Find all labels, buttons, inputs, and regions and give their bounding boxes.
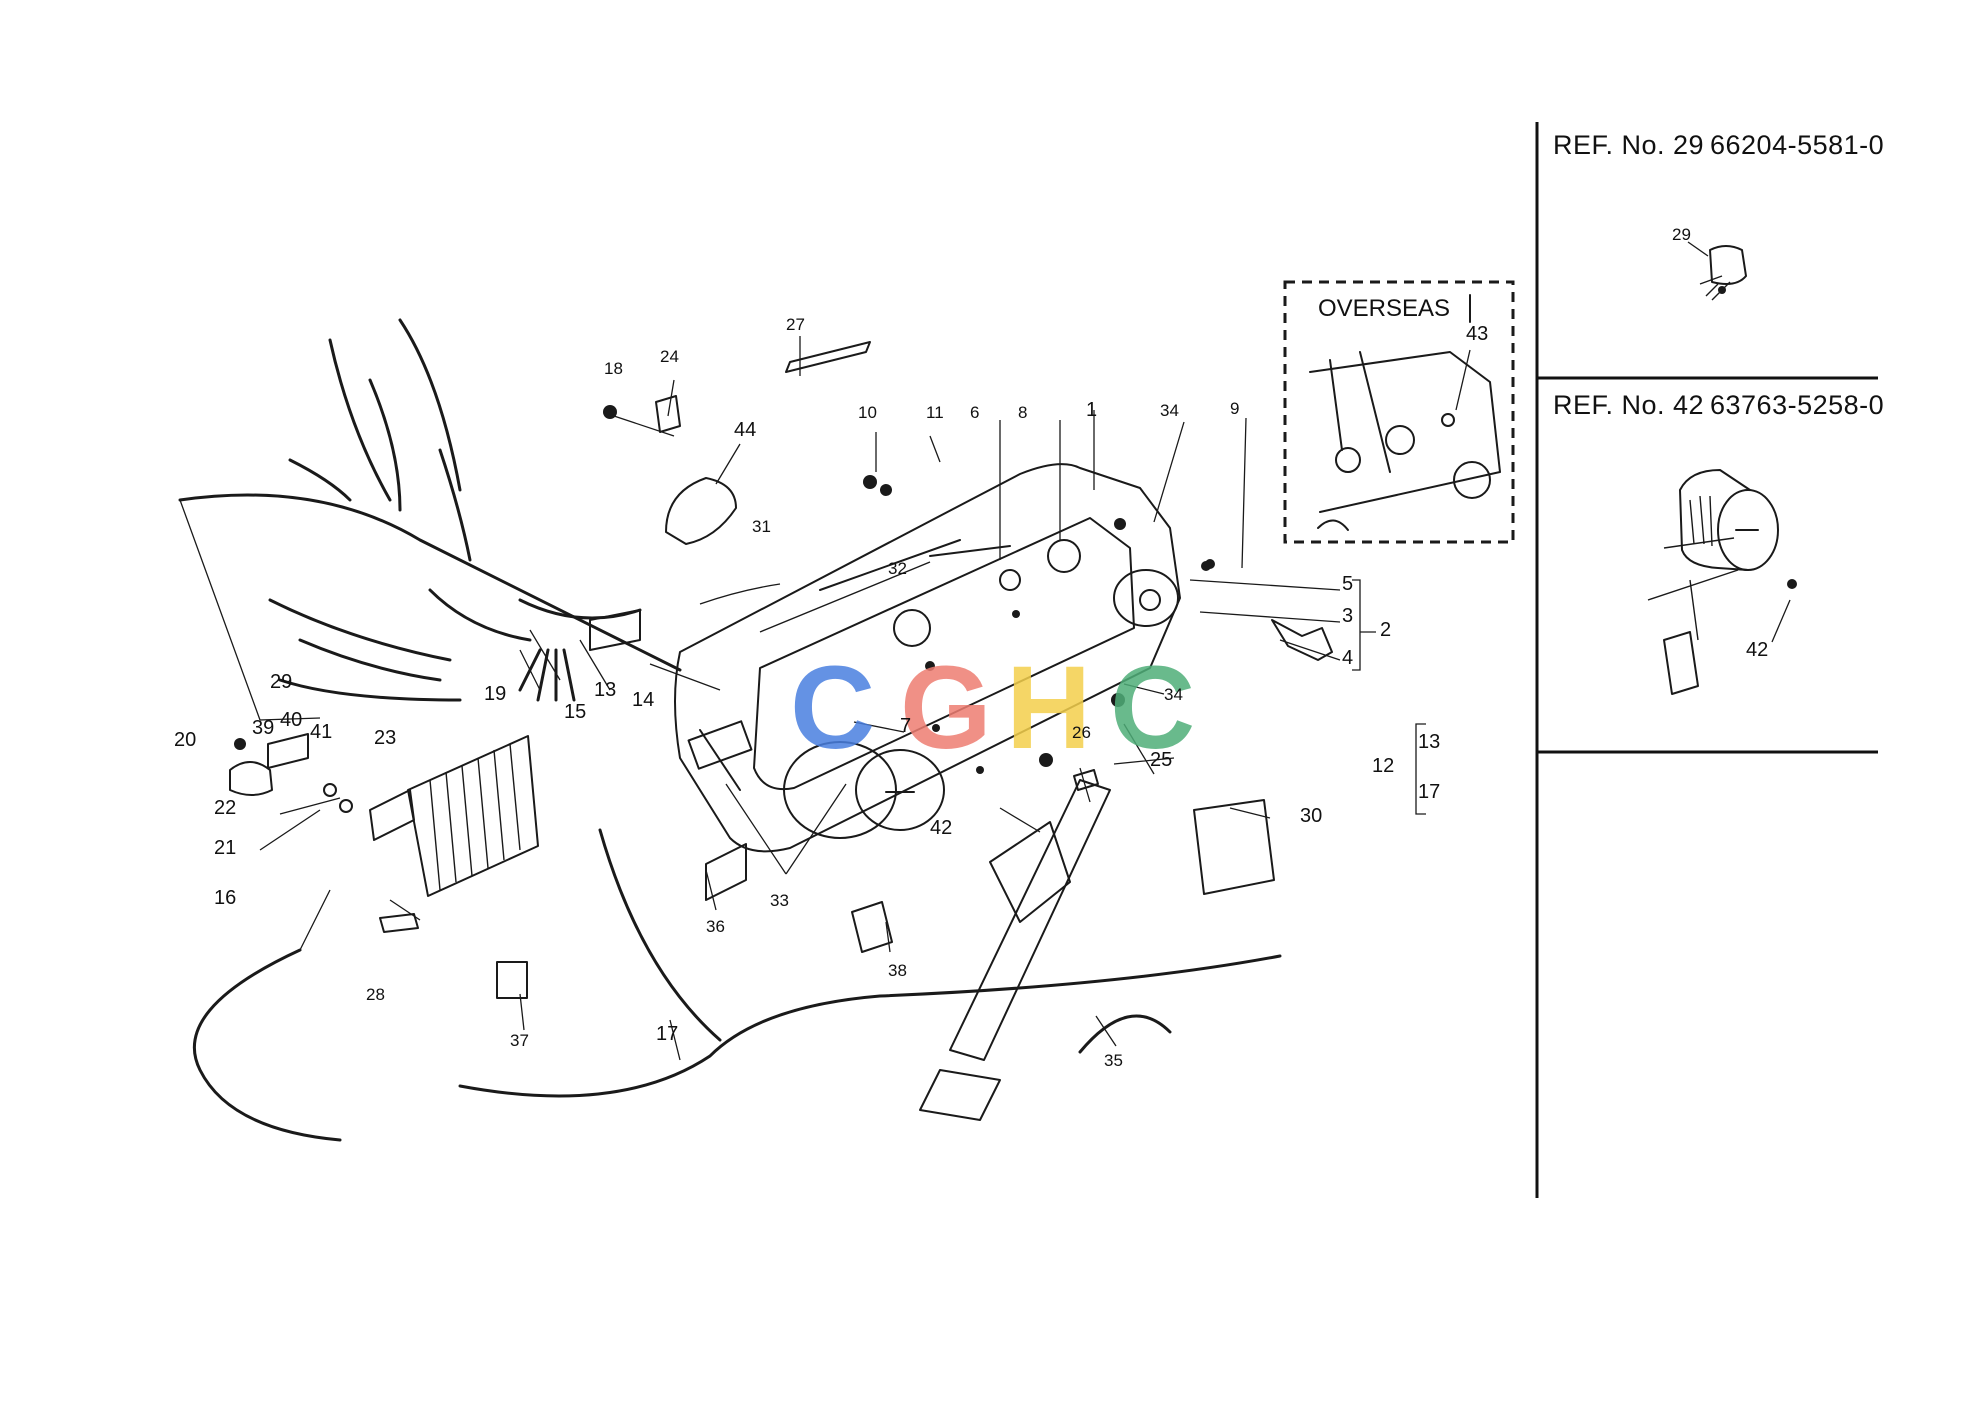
callout-23: 23 (374, 727, 396, 749)
callout-36: 36 (706, 917, 725, 936)
callout-15: 15 (564, 701, 586, 723)
callout-41: 41 (310, 721, 332, 743)
callout-21: 21 (214, 837, 236, 859)
callout-28: 28 (366, 985, 385, 1004)
indicator-lamp-8 (1047, 539, 1081, 573)
callout-17: 17 (656, 1023, 678, 1045)
ref-panel-29-item: 29 (1672, 225, 1691, 244)
callout-5: 5 (1342, 573, 1353, 595)
callout-42: 42 (930, 817, 952, 839)
callout-7: 7 (900, 715, 911, 737)
callout-6: 6 (970, 403, 979, 422)
callout-34-lower: 34 (1164, 685, 1183, 704)
callout-8: 8 (1018, 403, 1027, 422)
bolt-25 (1073, 769, 1099, 791)
ref-panel-29-ref: REF. No. 29 (1553, 130, 1704, 160)
ref-panel-29-part-number: 66204-5581-0 (1710, 130, 1884, 160)
bracket-36 (705, 843, 747, 901)
pilot-lamp-6 (999, 569, 1021, 591)
ref-panel-42: REF. No. 42 63763-5258-0 42 (1553, 390, 1884, 695)
callout-11: 11 (926, 403, 944, 422)
callout-12: 12 (1372, 755, 1394, 777)
ref-panel-42-part-number: 63763-5258-0 (1710, 390, 1884, 420)
callout-18: 18 (604, 359, 623, 378)
key-switch-3 (1113, 569, 1179, 627)
callout-14: 14 (632, 689, 654, 711)
callout-16: 16 (214, 887, 236, 909)
callout-32: 32 (888, 559, 907, 578)
callout-35: 35 (1104, 1051, 1123, 1070)
lower-cables (192, 779, 1282, 1142)
ignition-key-4 (1271, 619, 1333, 661)
callout-39: 39 (252, 717, 274, 739)
callout-33: 33 (770, 891, 789, 910)
callout-19: 19 (484, 683, 506, 705)
callout-12-range-start: 13 (1418, 731, 1440, 753)
callout-34-top: 34 (1160, 401, 1179, 420)
watermark-letter-g: G (900, 642, 992, 774)
buzzer-44 (665, 477, 737, 545)
callout-22: 22 (214, 797, 236, 819)
callout-3: 3 (1342, 605, 1353, 627)
callout-20: 20 (174, 729, 196, 751)
bracket-24 (655, 395, 681, 433)
overseas-inset: OVERSEAS 43 (1283, 280, 1515, 544)
hour-meter-33 (783, 741, 897, 839)
relay-13 (589, 609, 641, 651)
instrument-panel-housing (674, 463, 1181, 853)
harness-plug (267, 733, 309, 769)
callout-1: 1 (1086, 399, 1097, 421)
callout-13: 13 (594, 679, 616, 701)
ref-panel-42-item: 42 (1746, 639, 1768, 661)
fuse-holder-icon (1699, 245, 1747, 301)
callout-labels: 1 2 3 4 5 6 7 8 9 10 11 12 13 17 13 14 1… (174, 315, 1440, 1070)
callout-4: 4 (1342, 647, 1353, 669)
callout-40: 40 (280, 709, 302, 731)
decal-30 (1193, 799, 1275, 895)
leader-lines (179, 336, 1426, 1061)
tag-38 (851, 901, 893, 953)
fuse-37 (496, 961, 528, 999)
callout-27: 27 (786, 315, 805, 334)
callout-31: 31 (752, 517, 771, 536)
callout-38: 38 (888, 961, 907, 980)
callout-12-range-end: 17 (1418, 781, 1440, 803)
regulator-23 (369, 735, 539, 897)
callout-43: 43 (1466, 323, 1488, 345)
bolt-28 (379, 913, 419, 933)
panel-components (783, 518, 1333, 839)
hour-meter-icon (1647, 469, 1797, 695)
connector-39 (229, 761, 273, 796)
callout-26: 26 (1072, 723, 1091, 742)
callout-25: 25 (1150, 749, 1172, 771)
ref-panel-42-ref: REF. No. 42 (1553, 390, 1704, 420)
knob-32 (893, 609, 931, 647)
watermark-letter-c: C (790, 642, 875, 774)
ref-panel-29: REF. No. 29 66204-5581-0 29 (1553, 130, 1884, 301)
callout-9: 9 (1230, 399, 1239, 418)
wiring-harness (178, 318, 682, 702)
cable-tie-27 (785, 341, 871, 373)
callout-24: 24 (660, 347, 679, 366)
callout-2: 2 (1380, 619, 1391, 641)
watermark-letter-c2: C (1110, 642, 1195, 774)
callout-37: 37 (510, 1031, 529, 1050)
callout-10: 10 (858, 403, 877, 422)
callout-29: 29 (270, 671, 292, 693)
misc-parts (229, 341, 1275, 999)
watermark-logo: C G H C (790, 642, 1195, 774)
side-column-frame (1535, 122, 1878, 1198)
overseas-label: OVERSEAS (1318, 295, 1450, 322)
callout-44: 44 (734, 419, 756, 441)
callout-30: 30 (1300, 805, 1322, 827)
watermark-letter-h: H (1006, 642, 1091, 774)
